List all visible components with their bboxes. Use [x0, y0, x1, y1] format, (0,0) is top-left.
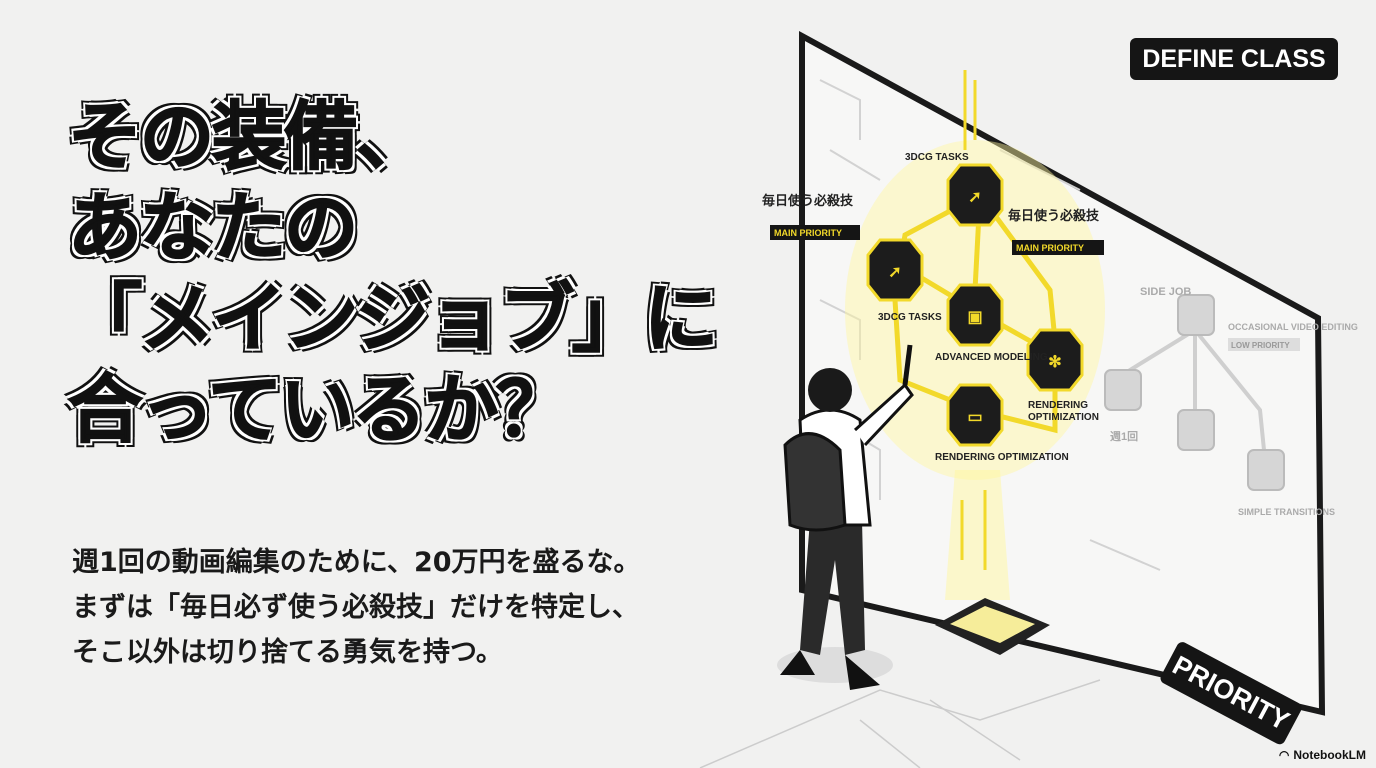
notebooklm-icon: ◠: [1278, 748, 1290, 762]
node-label: RENDERING OPTIMIZATION: [1028, 400, 1099, 423]
main-priority-tag: MAIN PRIORITY: [774, 228, 842, 238]
backpack: [783, 432, 847, 532]
node-glyphs: ➚ ➚ ▣ ✻ ▭: [888, 189, 1061, 426]
node-label: RENDERING OPTIMIZATION: [935, 452, 1069, 463]
slide-title: その装備、 あなたの 「メインジョブ」に 合っているか？: [67, 92, 719, 456]
node-label: 3DCG TASKS: [878, 312, 942, 323]
body-line: まずは「毎日必ず使う必殺技」だけを特定し、: [72, 592, 639, 623]
video-clip-icon: [1177, 294, 1215, 336]
play-icon: [1247, 449, 1285, 491]
light-streaks: [960, 70, 987, 570]
brand-name: NotebookLM: [1293, 748, 1366, 762]
slide-body: 週1回の動画編集のために、20万円を盛るな。 まずは「毎日必ず使う必殺技」だけを…: [72, 540, 641, 675]
side-freq: 週1回: [1110, 429, 1138, 443]
svg-text:➚: ➚: [888, 264, 901, 281]
node-cursor-icon: [946, 163, 1004, 227]
body-line: 週1回の動画編集のために、20万円を盛るな。: [72, 547, 641, 578]
title-line: 合っているか？: [67, 366, 571, 454]
side-nodes: [1104, 294, 1285, 491]
notebooklm-logo: ◠ NotebookLM: [1279, 748, 1366, 762]
light-beam: [945, 470, 1010, 600]
node-monitor-icon: [946, 383, 1004, 447]
video-clip-icon: [1177, 409, 1215, 451]
main-nodes: [866, 163, 1084, 447]
node-web-icon: [1026, 328, 1084, 392]
side-job-label: SIDE JOB: [1140, 286, 1191, 298]
side-tag: LOW PRIORITY: [1231, 341, 1290, 350]
person-figure: [777, 344, 914, 690]
main-label-jp: 毎日使う必殺技: [762, 193, 854, 208]
node-cube-icon: [946, 283, 1004, 347]
node-label: 3DCG TASKS: [905, 152, 969, 163]
svg-text:➚: ➚: [968, 189, 981, 206]
svg-text:▭: ▭: [967, 409, 982, 426]
projector-light: [950, 606, 1035, 643]
svg-text:▣: ▣: [967, 309, 982, 326]
title-line: あなたの: [67, 184, 359, 272]
main-priority-tag: MAIN PRIORITY: [1016, 243, 1084, 253]
node-label: ADVANCED MODELING: [935, 352, 1048, 363]
body-line: そこ以外は切り捨てる勇気を持つ。: [72, 637, 503, 668]
main-label-jp: 毎日使う必殺技: [1008, 208, 1100, 223]
timeline-icon: [1104, 369, 1142, 411]
title-line: その装備、: [67, 93, 431, 181]
define-class-badge: DEFINE CLASS: [1130, 38, 1338, 80]
side-node-label: SIMPLE TRANSITIONS: [1238, 507, 1335, 517]
title-line: 「メインジョブ」に: [67, 275, 719, 363]
side-desc: OCCASIONAL VIDEO EDITING: [1228, 322, 1358, 332]
floor-circuit: [699, 679, 1101, 768]
node-cursor-icon: [866, 238, 924, 302]
svg-text:✻: ✻: [1048, 354, 1061, 371]
